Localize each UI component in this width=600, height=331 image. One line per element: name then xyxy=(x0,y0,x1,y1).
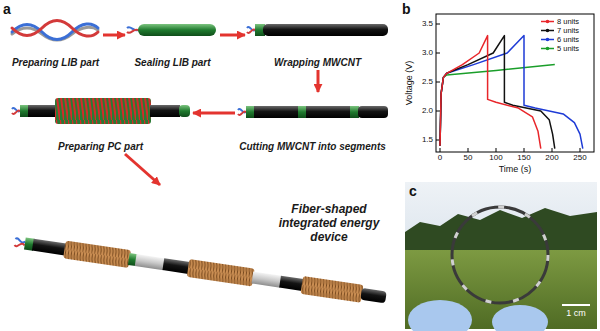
step-caption: Sealing LIB part xyxy=(134,57,210,69)
tick-label: 1.5 xyxy=(422,136,433,145)
step-caption: Fiber-shaped integrated energy device xyxy=(273,203,385,244)
process-step: Preparing LIB part xyxy=(8,18,103,70)
twisted-wires xyxy=(12,21,98,41)
legend-swatch xyxy=(541,45,554,52)
step-caption: Cutting MWCNT into segments xyxy=(239,141,386,153)
mwcnt-segments xyxy=(238,106,388,118)
legend-swatch xyxy=(541,47,554,51)
device-photo xyxy=(405,182,597,331)
process-step: Fiber-shaped integrated energy device xyxy=(8,185,393,310)
legend-swatch xyxy=(541,18,554,25)
tick-label: 50 xyxy=(464,154,473,163)
legend-swatch xyxy=(541,20,554,24)
pc-part-fiber xyxy=(12,98,190,124)
panel-letter: a xyxy=(3,2,11,17)
legend-label: 7 units xyxy=(557,26,579,35)
legend-swatch xyxy=(541,38,554,42)
tick-label: 3.0 xyxy=(422,49,433,58)
step-caption: Preparing LIB part xyxy=(12,57,99,69)
legend-entry: 5 units xyxy=(541,44,579,53)
process-arrow xyxy=(317,70,320,92)
chart-legend: 8 units7 units6 units5 units xyxy=(541,17,579,53)
legend-swatch xyxy=(541,27,554,34)
panel-letter: c xyxy=(409,184,417,199)
legend-swatch xyxy=(541,29,554,33)
step-caption: Wrapping MWCNT xyxy=(274,57,361,69)
legend-entry: 6 units xyxy=(541,35,579,44)
tick-label: 100 xyxy=(489,154,502,163)
tick-label: 2.0 xyxy=(422,107,433,116)
process-arrow xyxy=(220,34,245,37)
tick-label: 2.5 xyxy=(422,78,433,87)
integrated-device xyxy=(14,233,388,306)
mwcnt-wrapped-fiber xyxy=(247,24,388,36)
process-step: Wrapping MWCNT xyxy=(245,18,390,70)
sealed-lib-fiber xyxy=(127,24,216,36)
tick-label: 150 xyxy=(517,154,530,163)
step-caption: Preparing PC part xyxy=(58,141,143,153)
process-step: Cutting MWCNT into segments xyxy=(235,92,390,154)
tick-label: 250 xyxy=(573,154,586,163)
legend-entry: 8 units xyxy=(541,17,579,26)
process-arrow xyxy=(103,34,125,37)
process-step: Sealing LIB part xyxy=(125,18,220,70)
process-arrow xyxy=(125,154,160,185)
legend-label: 6 units xyxy=(557,35,579,44)
legend-label: 5 units xyxy=(557,44,579,53)
legend-swatch xyxy=(541,36,554,43)
process-arrow xyxy=(193,112,235,115)
charge-discharge-chart xyxy=(436,14,594,152)
axis-title: Voltage (V) xyxy=(405,61,415,106)
axis-title: Time (s) xyxy=(499,165,532,175)
tick-label: 3.5 xyxy=(422,20,433,29)
legend-label: 8 units xyxy=(557,17,579,26)
scale-label: 1 cm xyxy=(566,309,586,319)
tick-label: 200 xyxy=(545,154,558,163)
tick-label: 0 xyxy=(438,154,442,163)
panel-letter: b xyxy=(402,2,411,17)
legend-entry: 7 units xyxy=(541,26,579,35)
process-step: Preparing PC part xyxy=(8,90,193,154)
